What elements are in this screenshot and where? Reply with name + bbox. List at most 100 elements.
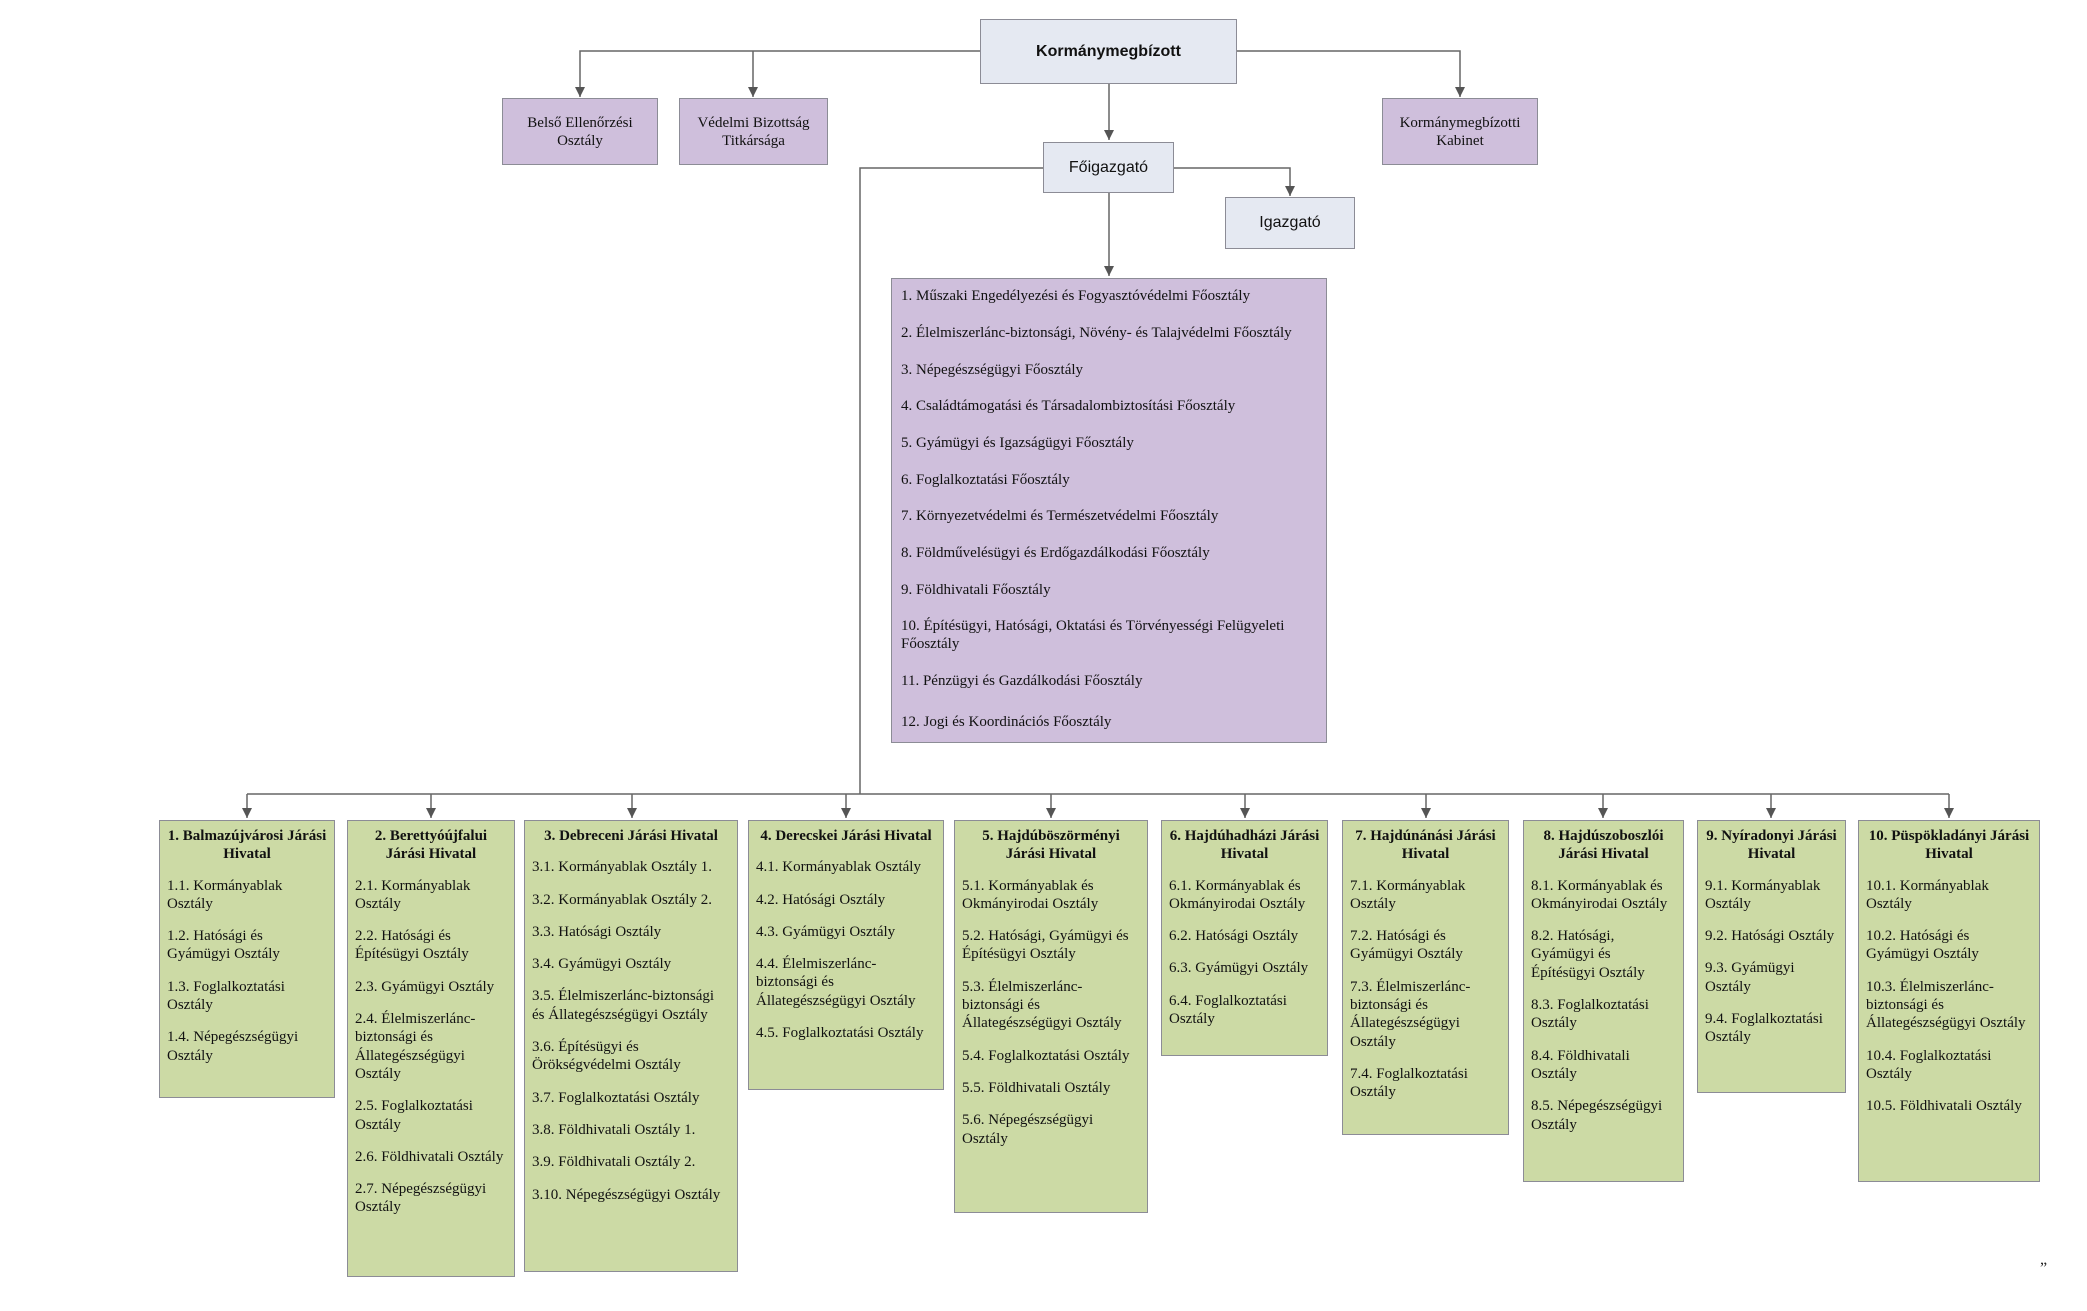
district-office-7: 7. Hajdúnánási Járási Hivatal 7.1. Kormá…	[1342, 820, 1509, 1135]
belso-ellenorzesi-box: Belső Ellenőrzési Osztály	[502, 98, 658, 165]
district-office-item: 1.2. Hatósági és Gyámügyi Osztály	[167, 928, 280, 963]
district-office-item: 2.6. Földhivatali Osztály	[355, 1148, 504, 1165]
district-office-title: 4. Derecskei Járási Hivatal	[760, 828, 932, 844]
district-office-item: 4.1. Kormányablak Osztály	[756, 859, 921, 876]
district-office-item: 1.3. Foglalkoztatási Osztály	[167, 978, 285, 1014]
district-office-title: 9. Nyíradonyi Járási Hivatal	[1706, 828, 1837, 863]
district-office-item: 3.2. Kormányablak Osztály 2.	[532, 891, 712, 908]
district-office-item: 7.1. Kormányablak Osztály	[1350, 877, 1466, 912]
district-office-8: 8. Hajdúszoboszlói Járási Hivatal 8.1. K…	[1523, 820, 1684, 1182]
district-office-item: 3.8. Földhivatali Osztály 1.	[532, 1121, 696, 1138]
department-item: 10. Építésügyi, Hatósági, Oktatási és Tö…	[901, 618, 1285, 653]
district-office-item: 9.3. Gyámügyi Osztály	[1705, 960, 1795, 995]
district-office-4: 4. Derecskei Járási Hivatal 4.1. Kormány…	[748, 820, 944, 1090]
department-item: 11. Pénzügyi és Gazdálkodási Főosztály	[901, 673, 1143, 689]
district-office-title: 3. Debreceni Járási Hivatal	[544, 828, 718, 844]
top-node: Kormánymegbízott	[980, 19, 1237, 84]
district-office-item: 4.5. Foglalkoztatási Osztály	[756, 1025, 924, 1042]
district-office-5: 5. Hajdúböszörményi Járási Hivatal 5.1. …	[954, 820, 1148, 1213]
district-office-item: 2.1. Kormányablak Osztály	[355, 877, 471, 912]
district-office-item: 3.4. Gyámügyi Osztály	[532, 956, 672, 973]
departments-box: 1. Műszaki Engedélyezési és Fogyasztóvéd…	[891, 278, 1327, 743]
district-office-title: 1. Balmazújvárosi Járási Hivatal	[167, 828, 327, 863]
district-office-item: 9.4. Foglalkoztatási Osztály	[1705, 1011, 1823, 1046]
district-office-item: 2.3. Gyámügyi Osztály	[355, 978, 495, 995]
igazgato-label: Igazgató	[1259, 214, 1321, 231]
district-office-3: 3. Debreceni Járási Hivatal 3.1. Kormány…	[524, 820, 738, 1272]
district-office-item: 5.5. Földhivatali Osztály	[962, 1079, 1111, 1096]
department-item: 6. Foglalkoztatási Főosztály	[901, 472, 1070, 488]
district-office-item: 2.4. Élelmiszerlánc-biztonsági és Állate…	[355, 1011, 476, 1082]
district-office-item: 6.3. Gyámügyi Osztály	[1169, 960, 1309, 977]
district-office-item: 5.4. Foglalkoztatási Osztály	[962, 1047, 1130, 1064]
district-office-item: 10.2. Hatósági és Gyámügyi Osztály	[1866, 928, 1979, 963]
district-office-6: 6. Hajdúhadházi Járási Hivatal 6.1. Korm…	[1161, 820, 1328, 1056]
district-office-item: 8.5. Népegészségügyi Osztály	[1531, 1098, 1663, 1133]
district-office-item: 10.1. Kormányablak Osztály	[1866, 877, 1989, 912]
district-office-item: 3.7. Foglalkoztatási Osztály	[532, 1089, 700, 1106]
department-item: 5. Gyámügyi és Igazságügyi Főosztály	[901, 435, 1134, 451]
district-office-item: 10.4. Foglalkoztatási Osztály	[1866, 1047, 1992, 1082]
district-office-item: 7.3. Élelmiszerlánc-biztonsági és Állate…	[1350, 978, 1471, 1050]
belso-ellenorzesi-label: Belső Ellenőrzési Osztály	[527, 114, 633, 149]
district-office-title: 8. Hajdúszoboszlói Járási Hivatal	[1543, 828, 1664, 863]
district-office-item: 2.2. Hatósági és Építésügyi Osztály	[355, 928, 469, 963]
district-office-item: 6.1. Kormányablak és Okmányirodai Osztál…	[1169, 877, 1306, 912]
district-office-item: 7.2. Hatósági és Gyámügyi Osztály	[1350, 928, 1463, 963]
district-office-item: 3.6. Építésügyi és Örökségvédelmi Osztál…	[532, 1039, 681, 1074]
vedelmi-bizottsag-box: Védelmi Bizottság Titkársága	[679, 98, 828, 165]
district-office-item: 1.4. Népegészségügyi Osztály	[167, 1029, 299, 1064]
district-office-item: 2.5. Foglalkoztatási Osztály	[355, 1098, 473, 1133]
department-item: 7. Környezetvédelmi és Természetvédelmi …	[901, 508, 1219, 524]
vedelmi-bizottsag-label: Védelmi Bizottság Titkársága	[697, 114, 810, 149]
district-office-item: 7.4. Foglalkoztatási Osztály	[1350, 1065, 1468, 1101]
district-office-title: 2. Berettyóújfalui Járási Hivatal	[374, 828, 488, 863]
district-office-item: 4.2. Hatósági Osztály	[756, 891, 886, 908]
district-office-item: 4.4. Élelmiszerlánc-biztonsági és Állate…	[756, 956, 916, 1009]
district-office-item: 6.4. Foglalkoztatási Osztály	[1169, 992, 1287, 1028]
district-office-2: 2. Berettyóújfalui Járási Hivatal 2.1. K…	[347, 820, 515, 1277]
district-office-item: 10.5. Földhivatali Osztály	[1866, 1098, 2022, 1115]
district-office-9: 9. Nyíradonyi Járási Hivatal 9.1. Kormán…	[1697, 820, 1846, 1093]
district-office-item: 8.2. Hatósági, Gyámügyi és Építésügyi Os…	[1531, 928, 1645, 981]
department-item: 1. Műszaki Engedélyezési és Fogyasztóvéd…	[901, 288, 1251, 304]
foigazgato-box: Főigazgató	[1043, 142, 1174, 193]
top-node-label: Kormánymegbízott	[1036, 42, 1181, 60]
department-item: 9. Földhivatali Főosztály	[901, 582, 1051, 598]
department-item: 3. Népegészségügyi Főosztály	[901, 362, 1084, 378]
district-office-item: 5.6. Népegészségügyi Osztály	[962, 1112, 1094, 1147]
district-office-item: 3.10. Népegészségügyi Osztály	[532, 1186, 721, 1203]
district-office-title: 7. Hajdúnánási Járási Hivatal	[1355, 828, 1496, 863]
district-office-item: 3.3. Hatósági Osztály	[532, 923, 662, 940]
district-office-item: 10.3. Élelmiszerlánc-biztonsági és Állat…	[1866, 978, 2026, 1032]
district-office-item: 3.5. Élelmiszerlánc-biztonsági és Állate…	[532, 988, 715, 1023]
district-office-1: 1. Balmazújvárosi Járási Hivatal 1.1. Ko…	[159, 820, 335, 1098]
district-office-item: 3.1. Kormányablak Osztály 1.	[532, 859, 712, 876]
department-item: 8. Földművelésügyi és Erdőgazdálkodási F…	[901, 545, 1210, 561]
district-office-item: 1.1. Kormányablak Osztály	[167, 877, 283, 912]
district-office-item: 9.1. Kormányablak Osztály	[1705, 877, 1821, 912]
district-office-item: 5.2. Hatósági, Gyámügyi és Építésügyi Os…	[962, 928, 1129, 963]
district-office-title: 6. Hajdúhadházi Járási Hivatal	[1169, 828, 1320, 863]
department-item: 2. Élelmiszerlánc-biztonsági, Növény- és…	[901, 325, 1292, 341]
district-office-item: 5.3. Élelmiszerlánc-biztonsági és Állate…	[962, 978, 1122, 1032]
district-office-item: 2.7. Népegészségügyi Osztály	[355, 1181, 487, 1216]
department-item: 4. Családtámogatási és Társadalombiztosí…	[901, 398, 1236, 414]
district-office-10: 10. Püspökladányi Járási Hivatal 10.1. K…	[1858, 820, 2040, 1182]
district-office-item: 3.9. Földhivatali Osztály 2.	[532, 1154, 696, 1171]
district-office-item: 6.2. Hatósági Osztály	[1169, 928, 1299, 945]
district-office-title: 10. Püspökladányi Járási Hivatal	[1868, 828, 2030, 863]
kabinet-label: Kormánymegbízotti Kabinet	[1399, 114, 1521, 149]
district-office-item: 9.2. Hatósági Osztály	[1705, 928, 1835, 945]
corner-mark: ”	[2040, 1260, 2048, 1277]
department-item: 12. Jogi és Koordinációs Főosztály	[901, 714, 1112, 730]
district-office-item: 5.1. Kormányablak és Okmányirodai Osztál…	[962, 877, 1099, 912]
kabinet-box: Kormánymegbízotti Kabinet	[1382, 98, 1538, 165]
district-office-item: 8.1. Kormányablak és Okmányirodai Osztál…	[1531, 877, 1668, 912]
district-office-item: 8.3. Foglalkoztatási Osztály	[1531, 997, 1649, 1032]
district-office-title: 5. Hajdúböszörményi Járási Hivatal	[982, 828, 1120, 863]
foigazgato-label: Főigazgató	[1068, 158, 1149, 176]
igazgato-box: Igazgató	[1225, 197, 1355, 249]
